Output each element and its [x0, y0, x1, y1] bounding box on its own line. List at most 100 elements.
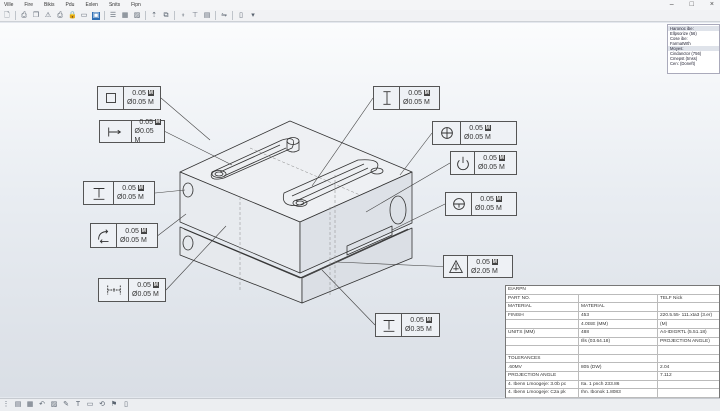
diameter-value: Ø2.05 M [471, 267, 498, 275]
pointer-icon[interactable]: ⇡ [151, 11, 157, 19]
modifier-badge: M [498, 155, 505, 162]
toolbar-separator [215, 11, 216, 20]
toolbar-separator [15, 11, 16, 20]
menu-item[interactable]: Ville [4, 2, 14, 8]
modifier-badge: M [491, 258, 498, 265]
table-icon[interactable]: ▦ [121, 11, 129, 19]
diameter-value: Ø0.05 M [127, 99, 154, 106]
dropdown-icon[interactable]: ▾ [251, 11, 255, 19]
title-block-cell: TELF Nick [660, 295, 683, 301]
undo-icon[interactable]: ↶ [39, 401, 45, 408]
panel-item[interactable]: Cen: (Doneft) [670, 61, 696, 66]
title-block-cell [658, 303, 719, 311]
leader-line [335, 261, 444, 267]
grid-icon[interactable]: ⋮ [2, 401, 10, 408]
title-block-cell: 2.04 [660, 364, 670, 370]
panel-item[interactable]: Cindanctor (756) [670, 51, 702, 56]
print-icon[interactable]: ⎙ [57, 11, 63, 19]
copy-icon[interactable]: ❐ [32, 11, 40, 19]
panel-item[interactable]: FarmatWth [670, 41, 691, 46]
menu-item[interactable]: Fipn [131, 2, 141, 8]
toolbar-separator [232, 11, 233, 20]
warning-icon[interactable]: ⚠ [44, 11, 52, 19]
sheet-icon[interactable]: ▤ [203, 11, 211, 19]
title-block-row: Ills (03.64.18)PROJECTION ANGLE) [506, 337, 719, 347]
panel-item[interactable]: Cose ibe: [670, 36, 688, 41]
title-block-cell: A4-IDIGRTL (5.51.18) [660, 330, 707, 336]
folder-icon[interactable]: ▭ [80, 11, 88, 19]
position-arrow-icon [100, 121, 132, 142]
title-block-cell: Ihn. Ibonok 1.8083 [579, 389, 658, 397]
title-block-cell [579, 294, 658, 303]
menu-item[interactable]: Snits [108, 2, 121, 8]
menu-item[interactable]: Bikis [43, 2, 55, 8]
leader-line [311, 97, 374, 187]
modifier-badge: M [147, 90, 154, 97]
rectangle-icon[interactable]: ⧉ [163, 11, 169, 19]
tolerance-value: 0.05 [137, 282, 151, 289]
minimize-button[interactable]: – [669, 1, 674, 8]
leader-line [157, 213, 187, 236]
flag-icon[interactable]: ⚑ [110, 401, 118, 408]
save-icon[interactable]: ⎙ [21, 11, 27, 19]
title-block-row [506, 346, 719, 355]
pen-icon[interactable]: ✎ [63, 401, 69, 408]
leader-line [154, 189, 186, 194]
title-block-row: PART NO.TELF Nick [506, 294, 719, 304]
doc-icon[interactable]: ▯ [124, 401, 128, 408]
diameter-value: Ø0.05 M [117, 194, 144, 201]
modifier-badge: M [425, 317, 432, 324]
tolerance-value: 0.05 [480, 196, 494, 203]
diameter-value: Ø0.35 M [405, 326, 432, 333]
panel-item[interactable]: Ellpsorize (56) [670, 31, 697, 36]
select-icon[interactable]: ▣ [92, 11, 100, 20]
image-icon[interactable]: ▨ [133, 11, 141, 19]
leader-line [165, 225, 227, 291]
panel-header: Haronoc ibe: [668, 26, 719, 31]
flatness-t-icon [376, 314, 402, 336]
title-block-cell: 220.5.55- 111.xta3 (3.er) [660, 313, 713, 319]
toolbar-separator [104, 11, 105, 20]
table-icon[interactable]: ▦ [26, 401, 34, 408]
menu-item[interactable]: Fire [24, 2, 33, 8]
menu-item[interactable]: Exlen [85, 2, 98, 8]
title-block-cell [658, 381, 719, 389]
new-doc-icon[interactable]: 🗋 [4, 11, 10, 19]
close-button[interactable]: × [709, 1, 714, 8]
rotate-icon[interactable]: ⟲ [99, 401, 105, 408]
push-pin-icon[interactable]: ⍖ [180, 11, 186, 19]
tolerance-value: 0.05 [476, 258, 490, 266]
tolerance-value: 0.05 [132, 90, 146, 97]
menu-item[interactable]: Pdu [65, 2, 75, 8]
panel-icon[interactable]: ▯ [239, 11, 243, 19]
image-icon[interactable]: ▨ [50, 401, 58, 408]
maximize-button[interactable]: □ [689, 1, 694, 8]
panel-item[interactable]: Cmepst (tmss) [670, 56, 698, 61]
title-block-cell: MATERIAL [579, 303, 658, 311]
sheet-icon[interactable]: ▤ [14, 401, 22, 408]
dimension-icon[interactable]: ⊤ [191, 11, 199, 19]
split-icon[interactable]: ⇋ [221, 11, 227, 19]
layer-icon[interactable]: ☰ [109, 11, 117, 19]
tolerance-value: 0.05 [125, 227, 139, 235]
frame-icon[interactable]: ▭ [86, 401, 94, 408]
text-icon[interactable]: T [75, 401, 81, 408]
lock-icon[interactable]: 🔒 [68, 11, 77, 19]
